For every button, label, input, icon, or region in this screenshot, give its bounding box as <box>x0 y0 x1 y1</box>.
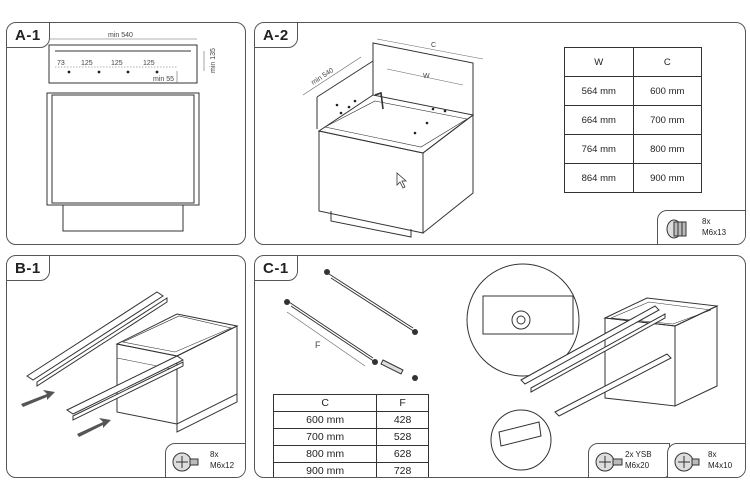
rod-assembly-drawing: F <box>284 263 719 471</box>
screw-qty: 8x <box>210 450 219 459</box>
screw-qty: 8x <box>708 450 717 459</box>
table-header-c: C <box>632 47 702 77</box>
dim-f: F <box>315 340 321 350</box>
table-row: 900 mm 728 <box>272 462 429 477</box>
screw-qty: 2x YSB <box>625 450 652 459</box>
table-header-c: C <box>272 394 378 412</box>
dim-hole-125-c: 125 <box>143 60 155 67</box>
dim-w: W <box>423 73 430 80</box>
drawer-slide-drawing <box>21 291 239 437</box>
table-row: 664 mm 700 mm <box>564 105 702 135</box>
panel-c1: C-1 <box>254 255 746 478</box>
screw-icon <box>172 452 199 472</box>
dim-hole-73: 73 <box>57 60 65 67</box>
table-row: 700 mm 528 <box>272 428 429 446</box>
panel-b1-label: B-1 <box>7 256 50 281</box>
cabinet-iso-drawing: C W min 540 <box>302 38 484 238</box>
dim-min-55: min 55 <box>153 76 174 83</box>
panel-c1-label: C-1 <box>255 256 298 281</box>
screw-callout-a2: 8x M6x13 <box>657 210 745 244</box>
dim-min-540: min 540 <box>108 32 133 39</box>
screw-size: M6x12 <box>210 461 235 470</box>
screw-callout-b1: 8x M6x12 <box>165 443 245 477</box>
dim-c: C <box>431 42 436 49</box>
screw-icon <box>674 452 700 472</box>
dim-min-135: min 135 <box>210 48 217 73</box>
panel-b1: B-1 <box>6 255 246 478</box>
ysb-screw-icon <box>595 452 623 472</box>
screw-size: M6x13 <box>702 228 727 237</box>
panel-a2: A-2 <box>254 22 746 245</box>
dowel-screw-icon <box>666 219 687 239</box>
table-row: 564 mm 600 mm <box>564 76 702 106</box>
width-spec-table: W C 564 mm 600 mm 664 mm 700 mm 764 mm 8… <box>564 47 702 193</box>
dim-hole-125-a: 125 <box>81 60 93 67</box>
dim-min-540-a2: min 540 <box>310 67 335 86</box>
table-row: 864 mm 900 mm <box>564 163 702 193</box>
table-header-f: F <box>376 394 429 412</box>
screw-size: M4x10 <box>708 461 733 470</box>
table-header-w: W <box>564 47 634 77</box>
cabinet-front-drawing: min 540 min 135 min 55 73 125 125 125 <box>46 32 217 232</box>
screw-size: M6x20 <box>625 461 650 470</box>
dim-hole-125-b: 125 <box>111 60 123 67</box>
screw-callout-c1-ysb: 2x YSB M6x20 <box>588 443 670 477</box>
panel-a1: A-1 min 540 min 135 <box>6 22 246 245</box>
table-row: 764 mm 800 mm <box>564 134 702 164</box>
screw-qty: 8x <box>702 217 711 226</box>
rod-length-table: C F 600 mm 428 700 mm 528 800 mm 628 900… <box>272 394 429 477</box>
table-row: 600 mm 428 <box>272 411 429 429</box>
panel-a2-label: A-2 <box>255 23 298 48</box>
panel-a1-label: A-1 <box>7 23 50 48</box>
table-row: 800 mm 628 <box>272 445 429 463</box>
screw-callout-c1-m4: 8x M4x10 <box>667 443 745 477</box>
